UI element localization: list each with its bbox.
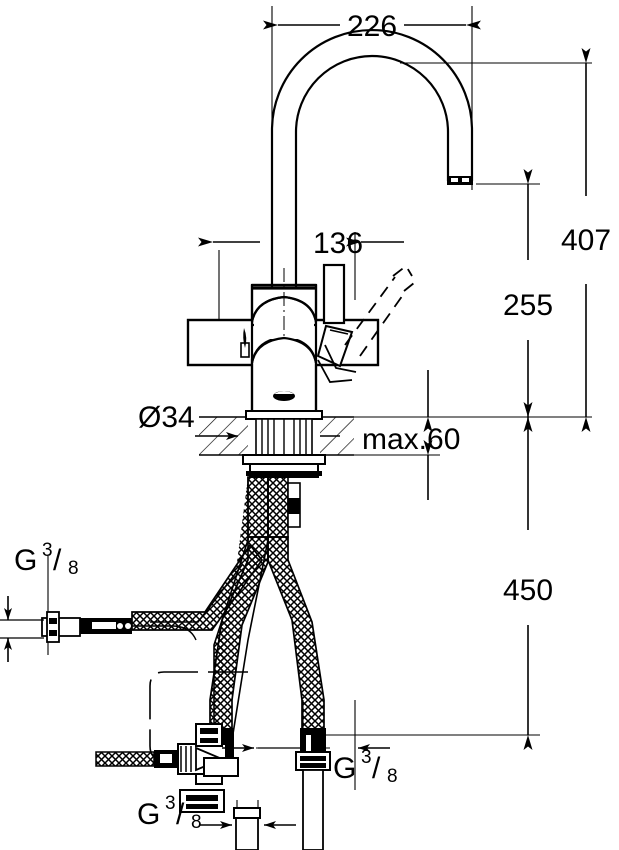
dimension-label-max60: max.60 — [362, 423, 460, 456]
handle-swing-ghost — [344, 264, 415, 357]
thread-right-slash: / — [372, 752, 381, 785]
thread-label-left: G 3 / 8 — [14, 540, 79, 579]
spout — [270, 28, 474, 250]
thread-bottom-letter: G — [137, 798, 160, 831]
mounting-shank — [242, 410, 326, 478]
dimension-label-407: 407 — [561, 224, 611, 257]
thread-right-denominator: 8 — [387, 766, 398, 787]
dimension-spout-reach: 226 — [263, 10, 481, 43]
dimension-hose-length: 450 — [503, 402, 553, 750]
right-lever-handle — [316, 263, 357, 383]
body-outline-redraw — [186, 283, 380, 417]
thread-bottom-numerator: 3 — [165, 793, 176, 814]
thread-right-letter: G — [333, 752, 356, 785]
dimension-total-height: 407 — [561, 48, 611, 432]
thread-label-right: G 3 / 8 — [333, 747, 398, 787]
thread-left-slash: / — [53, 544, 62, 577]
hose-end-nuts — [203, 751, 331, 850]
left-hose-connector — [41, 611, 132, 643]
aerator-icon — [447, 176, 473, 185]
dimension-handle-width: 136 — [198, 227, 404, 260]
thread-label-bottom: G 3 / 8 — [137, 793, 202, 833]
hose-clip — [287, 482, 301, 528]
dimension-spout-height: 255 — [503, 169, 553, 432]
dimension-worktop-thickness: max.60 — [362, 370, 460, 500]
thread-left-numerator: 3 — [42, 540, 53, 561]
dimension-label-d34: Ø34 — [138, 401, 195, 434]
dimension-label-136: 136 — [313, 227, 363, 260]
dimension-label-450: 450 — [503, 574, 553, 607]
left-handle-detail — [240, 328, 250, 358]
dimension-label-226: 226 — [347, 10, 397, 43]
thread-bottom-denominator: 8 — [191, 812, 202, 833]
body-fill-patches — [254, 322, 314, 368]
thread-bottom-slash: / — [176, 798, 185, 831]
left-thread-dimension-arrows — [0, 596, 44, 662]
tee-fitting-with-valve — [95, 723, 261, 850]
thread-right-numerator: 3 — [361, 747, 372, 768]
thread-left-letter: G — [14, 544, 37, 577]
dimension-label-255: 255 — [503, 289, 553, 322]
left-connector-leader — [132, 625, 197, 641]
thread-left-denominator: 8 — [68, 558, 79, 579]
